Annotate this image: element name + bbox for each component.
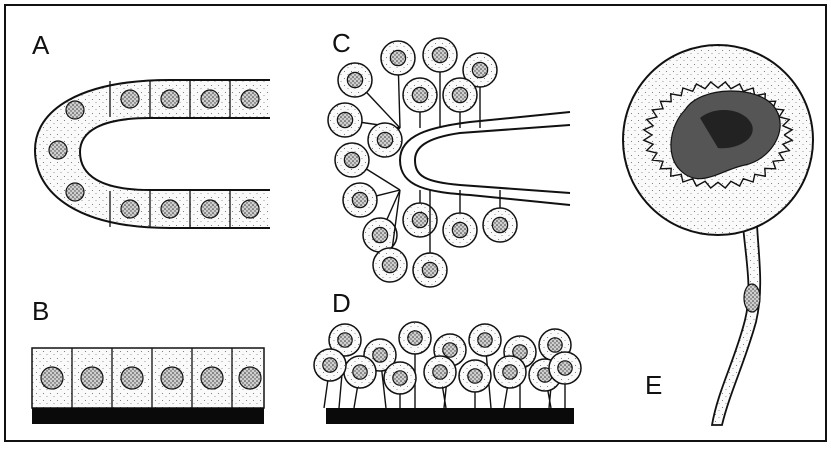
- panel-label-a: A: [32, 32, 49, 58]
- nucleus: [422, 262, 437, 277]
- secretory-cell: [384, 362, 416, 408]
- panel-e-single-cell: [623, 45, 813, 425]
- nucleus: [121, 200, 139, 218]
- panel-b-epithelium-strip: [32, 348, 264, 424]
- nucleus: [81, 367, 103, 389]
- secretory-cell: [403, 78, 437, 128]
- nucleus: [201, 200, 219, 218]
- secretory-cell: [344, 356, 376, 408]
- nucleus: [344, 152, 359, 167]
- nucleus: [433, 365, 447, 379]
- panel-label-b: B: [32, 298, 49, 324]
- nucleus: [548, 338, 562, 352]
- nucleus: [352, 192, 367, 207]
- nucleus: [412, 87, 427, 102]
- nucleus: [241, 200, 259, 218]
- nucleus: [347, 72, 362, 87]
- secretory-cell: [459, 360, 491, 408]
- nucleus: [452, 87, 467, 102]
- nucleus: [201, 90, 219, 108]
- panel-label-d: D: [332, 290, 351, 316]
- panel-label-c: C: [332, 30, 351, 56]
- nucleus: [372, 227, 387, 242]
- nucleus: [558, 361, 572, 375]
- nucleus: [393, 371, 407, 385]
- nucleus: [353, 365, 367, 379]
- nucleus: [337, 112, 352, 127]
- nucleus: [239, 367, 261, 389]
- nucleus: [472, 62, 487, 77]
- nucleus: [161, 367, 183, 389]
- panel-a-tubular-gland: [35, 80, 270, 228]
- panel-c-acinar-gland: [328, 38, 570, 287]
- secretory-cell: [549, 352, 581, 408]
- nucleus: [377, 132, 392, 147]
- nucleus: [373, 348, 387, 362]
- nucleus: [161, 200, 179, 218]
- secretory-cell: [494, 356, 526, 408]
- nucleus: [478, 333, 492, 347]
- basement-membrane: [326, 408, 574, 424]
- nucleus: [121, 90, 139, 108]
- nucleus: [201, 367, 223, 389]
- secretory-cell: [443, 190, 477, 247]
- nucleus: [492, 217, 507, 232]
- secretory-cell: [443, 78, 477, 128]
- nucleus: [390, 50, 405, 65]
- nucleus: [412, 212, 427, 227]
- panel-label-e: E: [645, 372, 662, 398]
- nucleus: [382, 257, 397, 272]
- nucleus: [468, 369, 482, 383]
- nucleus: [432, 47, 447, 62]
- panel-d-cell-layer: [314, 322, 581, 424]
- secretory-cell: [403, 190, 437, 237]
- nucleus: [408, 331, 422, 345]
- secretory-cell: [424, 356, 456, 408]
- nucleus: [452, 222, 467, 237]
- nucleus: [161, 90, 179, 108]
- nucleus: [443, 343, 457, 357]
- nucleus: [338, 333, 352, 347]
- nucleus: [241, 90, 259, 108]
- nucleus: [323, 358, 337, 372]
- nucleus: [66, 183, 84, 201]
- secretory-cell: [368, 123, 402, 157]
- nucleus: [66, 101, 84, 119]
- nucleus: [121, 367, 143, 389]
- basement-membrane: [32, 408, 264, 424]
- nucleus: [503, 365, 517, 379]
- nucleus: [49, 141, 67, 159]
- nucleus: [41, 367, 63, 389]
- secretory-cell: [343, 183, 400, 217]
